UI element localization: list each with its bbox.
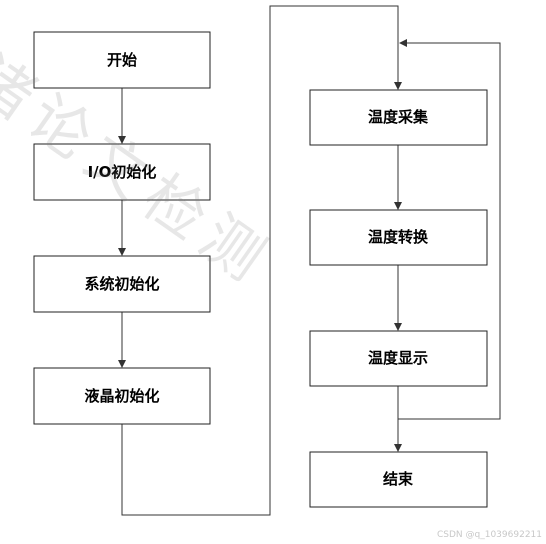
node-temp-collect: 温度采集 [309, 89, 488, 146]
node-temp-convert-label: 温度转换 [368, 228, 429, 246]
node-temp-convert: 温度转换 [309, 209, 488, 266]
node-start: 开始 [33, 31, 211, 89]
node-start-label: 开始 [107, 51, 137, 69]
node-temp-collect-label: 温度采集 [368, 108, 429, 126]
node-lcd-init: 液晶初始化 [33, 367, 211, 425]
node-end-label: 结束 [383, 470, 414, 488]
node-temp-display: 温度显示 [309, 330, 488, 387]
node-sys-init: 系统初始化 [33, 255, 211, 313]
edge-lcd-init-to-temp-collect [121, 5, 402, 516]
node-sys-init-label: 系统初始化 [84, 275, 159, 293]
node-end: 结束 [309, 451, 488, 508]
node-lcd-init-label: 液晶初始化 [84, 387, 159, 405]
credit-text: CSDN @q_1039692211 [437, 530, 542, 540]
edges [118, 5, 501, 516]
node-temp-display-label: 温度显示 [368, 349, 428, 367]
node-io-init: I/O初始化 [33, 143, 211, 201]
node-io-init-label: I/O初始化 [88, 163, 157, 181]
edge-temp-display-loop-back [397, 39, 501, 420]
